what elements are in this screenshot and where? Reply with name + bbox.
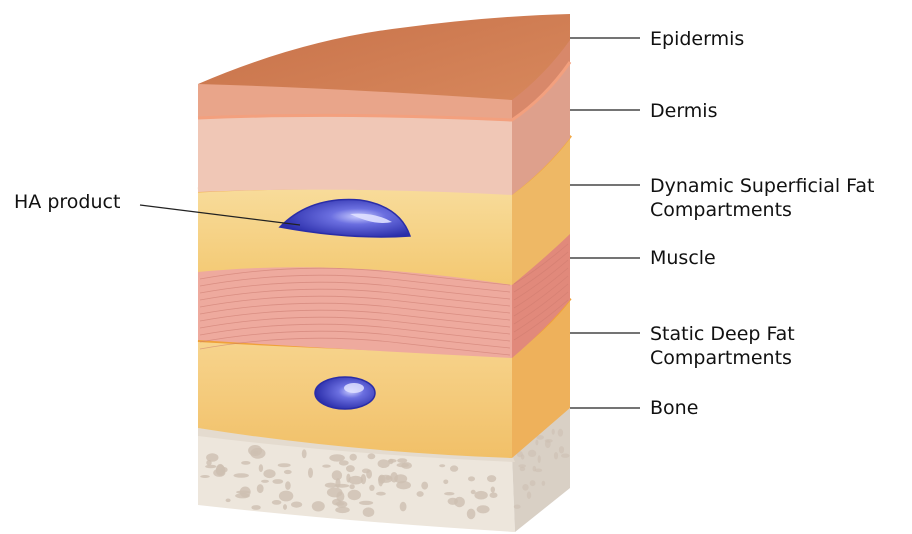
bone-pore [467, 509, 476, 520]
bone-pore [234, 473, 249, 478]
bone-pore [518, 464, 526, 467]
bone-pore [285, 481, 291, 490]
bone-pore [279, 491, 293, 502]
bone-pore [206, 460, 211, 466]
bone-pore [241, 461, 250, 465]
bone-pore [278, 463, 291, 467]
bone-pore [368, 453, 376, 459]
bone-pore [348, 490, 361, 500]
label-deep-fat-line2: Compartments [650, 346, 795, 370]
bone-pore [530, 480, 536, 486]
bone-pore [443, 480, 448, 485]
label-muscle: Muscle [650, 246, 716, 270]
label-bone: Bone [650, 396, 698, 420]
bone-pore [335, 502, 344, 506]
bone-pore [350, 454, 357, 461]
bone-pore [200, 475, 210, 478]
bone-pore [362, 469, 370, 474]
bone-pore [240, 487, 251, 498]
label-ha-product: HA product [14, 190, 120, 214]
bone-pore [521, 454, 525, 459]
bone-pore [378, 459, 390, 468]
label-superficial-fat-line2: Compartments [650, 198, 874, 222]
bone-pore [349, 484, 354, 489]
bone-pore [542, 481, 546, 486]
bone-pore [439, 464, 445, 467]
label-deep-fat: Static Deep Fat Compartments [650, 322, 795, 370]
label-superficial-fat-line1: Dynamic Superficial Fat [650, 174, 874, 198]
bone-pore [378, 475, 383, 486]
bone-pore [348, 476, 363, 485]
bone-pore [487, 475, 496, 482]
bone-pore [444, 492, 454, 495]
bone-pore [251, 505, 260, 510]
ha-blob-deep [315, 377, 375, 409]
ha-product-deep [315, 377, 375, 409]
bone-pore [257, 484, 264, 493]
bone-pore [259, 464, 263, 472]
bone-pore [226, 499, 231, 503]
bone-pore [417, 491, 424, 497]
bone-pore [272, 479, 283, 484]
bone-pore [491, 487, 495, 493]
bone-pore [302, 449, 307, 458]
bone-pore [527, 492, 531, 499]
bone-pore [322, 465, 331, 468]
bone-pore [335, 507, 350, 513]
epidermis-layer [198, 14, 570, 120]
bone-pore [554, 452, 558, 459]
bone-pore [490, 492, 498, 498]
bone-pore [390, 472, 398, 483]
bone-pore [376, 492, 386, 496]
bone-pore [561, 454, 570, 458]
bone-pore [359, 501, 373, 505]
bone-pore [559, 446, 564, 453]
bone-pore [308, 468, 313, 478]
bone-pore [332, 470, 342, 480]
bone-pore [400, 502, 407, 512]
bone-pore [477, 505, 490, 513]
bone-pore [535, 440, 538, 446]
bone-pore [421, 482, 428, 490]
bone-pore [263, 469, 275, 478]
bone-pore [216, 464, 224, 475]
bone-pore [339, 460, 349, 465]
dermis-front [198, 115, 512, 195]
label-deep-fat-line1: Static Deep Fat [650, 322, 795, 346]
bone-pore [397, 463, 409, 467]
bone-pore [205, 465, 216, 469]
bone-pore [327, 487, 343, 497]
bone-pore [533, 466, 537, 472]
bone-pore [468, 476, 475, 481]
label-epidermis: Epidermis [650, 27, 744, 51]
bone-pore [386, 476, 391, 480]
bone-pore [474, 491, 487, 500]
bone-pore [261, 480, 269, 483]
label-dermis: Dermis [650, 99, 717, 123]
bone-pore [552, 429, 555, 435]
bone-pore [545, 439, 553, 443]
bone-pore [450, 465, 458, 471]
bone-pore [528, 450, 536, 457]
bone-pore [284, 470, 292, 474]
bone-pore [363, 507, 375, 517]
bone-pore [558, 429, 563, 437]
bone-pore [346, 465, 355, 472]
bone-pore [312, 501, 325, 511]
ha-highlight-deep [344, 383, 364, 393]
bone-pore [283, 504, 287, 510]
bone-pore [514, 505, 521, 509]
bone-pore [454, 497, 465, 507]
bone-pore [522, 484, 528, 491]
bone-pore [272, 500, 282, 505]
bone-pore [291, 502, 302, 508]
bone-pore [369, 485, 374, 491]
label-superficial-fat: Dynamic Superficial Fat Compartments [650, 174, 874, 222]
bone-pore [248, 445, 262, 456]
bone-pore [335, 484, 350, 488]
bone-pore [538, 455, 541, 463]
